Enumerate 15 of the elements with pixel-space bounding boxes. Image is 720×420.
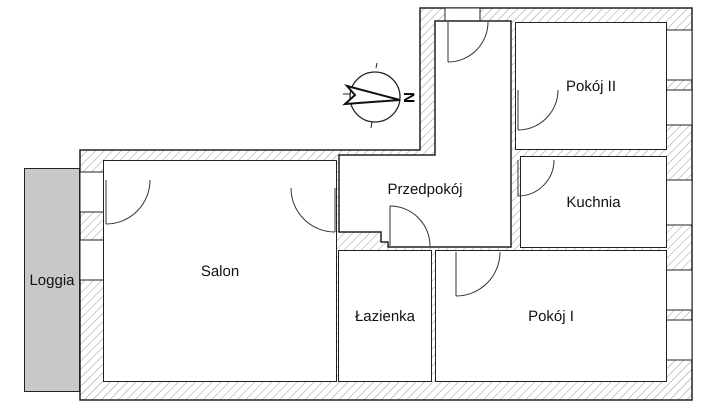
room-area — [338, 250, 432, 382]
room-area — [520, 156, 667, 248]
room-area — [435, 250, 667, 382]
room-label: Łazienka — [354, 308, 416, 324]
loggia-area — [24, 168, 80, 392]
north-label: N — [400, 92, 416, 103]
room-label: Loggia — [29, 272, 75, 288]
room-label: Salon — [200, 262, 240, 280]
room-label: Pokój I — [528, 308, 574, 324]
room-area — [338, 20, 512, 248]
room-area — [103, 160, 337, 382]
room-area — [515, 22, 667, 150]
room-label: Kuchnia — [566, 194, 621, 210]
room-label: Przedpokój — [387, 180, 463, 198]
room-label: Pokój II — [566, 78, 616, 94]
